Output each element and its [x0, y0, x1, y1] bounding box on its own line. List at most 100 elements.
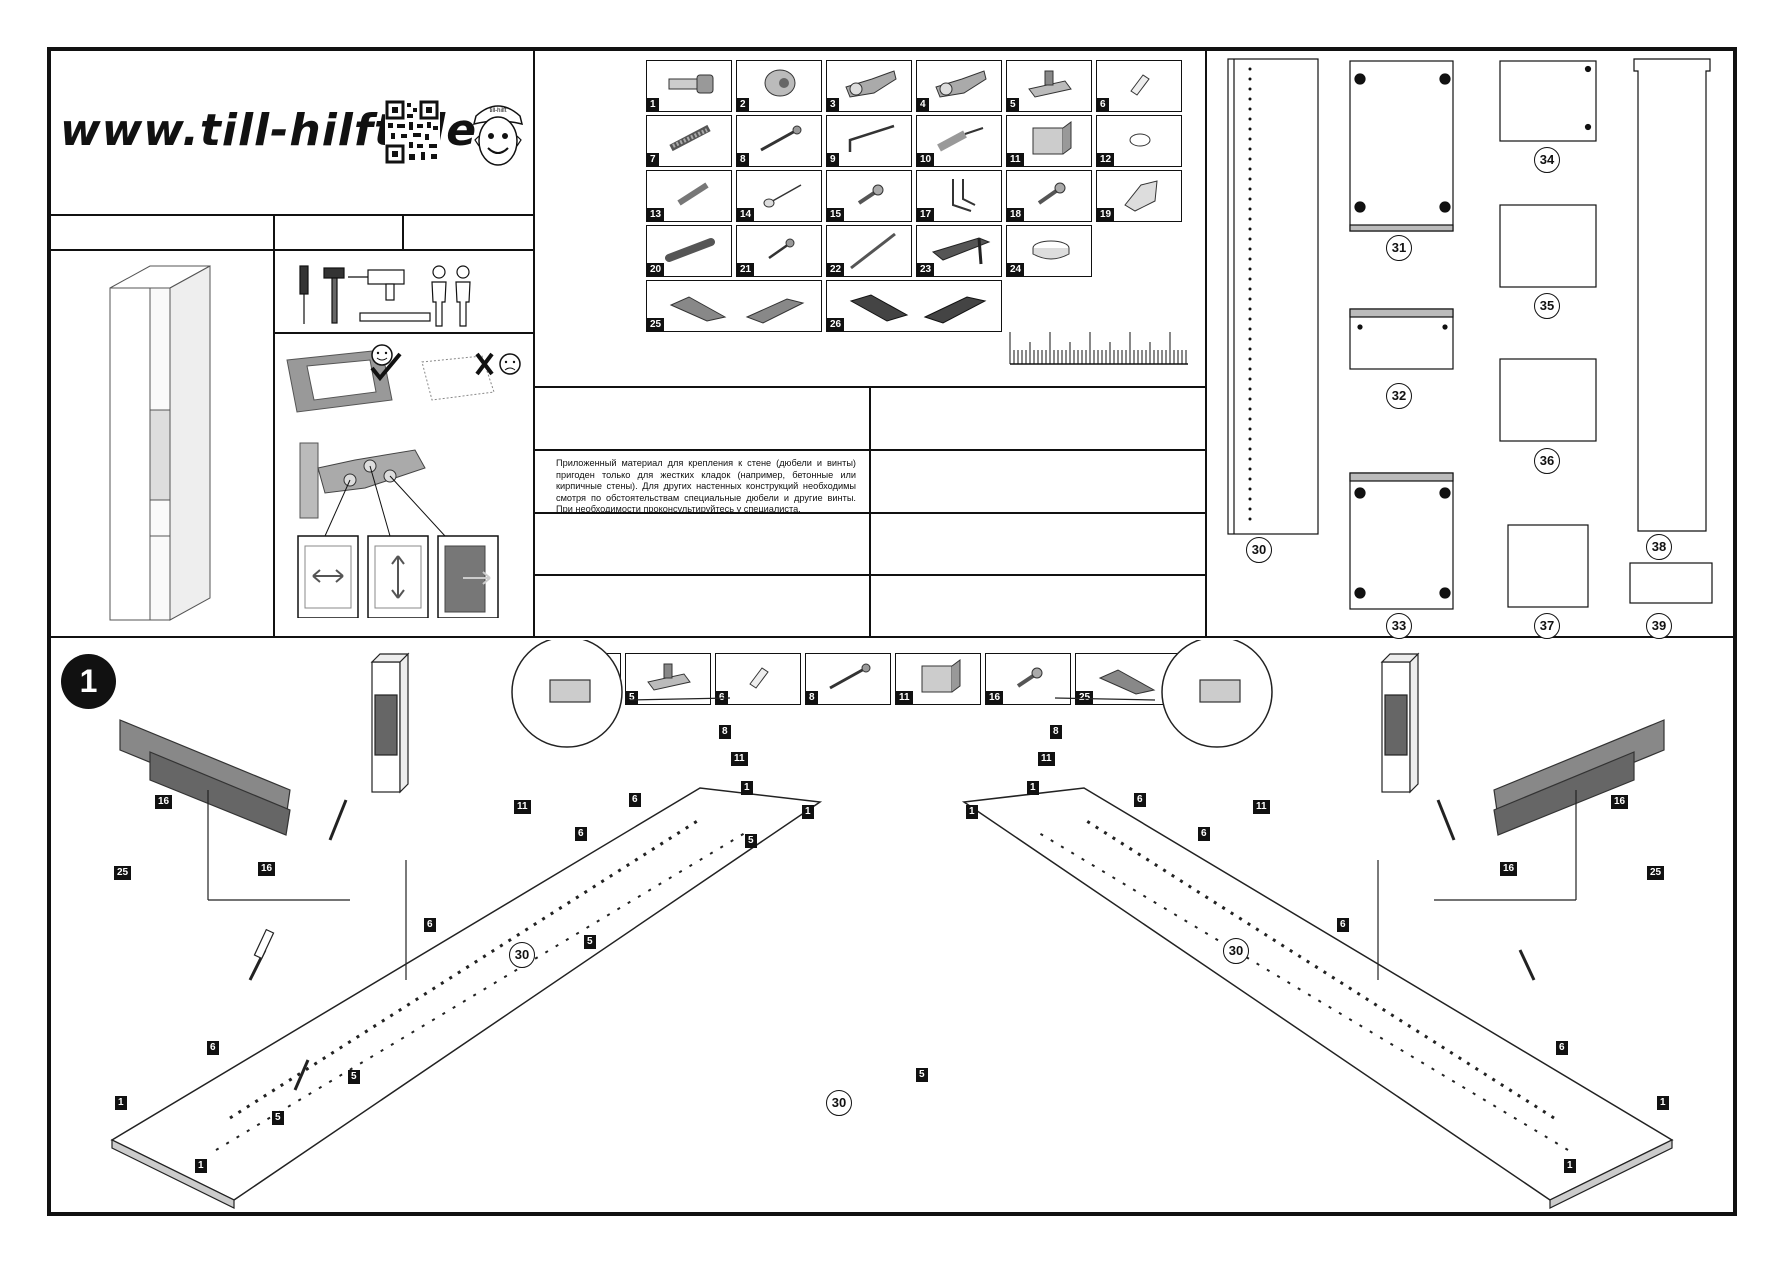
divider-h3 — [273, 332, 534, 334]
wood-dowel-icon — [1130, 74, 1150, 96]
mounting-plate-icon — [647, 663, 691, 691]
part-box: 20 — [646, 225, 732, 277]
part-number: 14 — [737, 208, 755, 221]
callout: 5 — [272, 1111, 284, 1125]
callout: 6 — [1337, 918, 1349, 932]
callout: 6 — [424, 918, 436, 932]
bumper-icon — [1032, 240, 1070, 260]
ruler-icon — [1009, 332, 1188, 365]
handle-icon — [665, 238, 715, 262]
part-box: 14 — [736, 170, 822, 222]
part-number: 25 — [647, 318, 665, 331]
wood-screw-icon — [829, 663, 871, 690]
mascot-icon: till-hilft — [472, 105, 524, 166]
page-frame — [47, 47, 1737, 1216]
callout: 6 — [207, 1041, 219, 1055]
callout: 25 — [1647, 866, 1665, 880]
part-box: 22 — [826, 225, 912, 277]
part-number: 8 — [737, 153, 749, 166]
part-box: 2 — [736, 60, 822, 112]
cabinet-preview-icon — [109, 265, 211, 621]
callout: 1 — [1564, 1159, 1576, 1173]
callout-panel: 30 — [509, 942, 535, 968]
callout: 6 — [575, 827, 587, 841]
part-box: 8 — [736, 115, 822, 167]
part-number: 22 — [827, 263, 845, 276]
panel-label: 36 — [1534, 448, 1560, 474]
callout: 6 — [1198, 827, 1210, 841]
step-part-box: 16 — [985, 653, 1071, 705]
part-box: 25 — [646, 280, 822, 332]
rod-icon — [850, 232, 896, 270]
wall-plug-icon — [937, 127, 984, 152]
part-box: 6 — [1096, 60, 1182, 112]
callout: 5 — [916, 1068, 928, 1082]
callout: 8 — [1050, 725, 1062, 739]
cam-lock-icon — [764, 69, 796, 97]
callout: 8 — [719, 725, 731, 739]
part-box: 26 — [826, 280, 1002, 332]
dowel-cam-bolt-icon — [668, 74, 714, 94]
hanging-bracket-icon — [921, 659, 961, 693]
part-box: 3 — [826, 60, 912, 112]
metal-bracket-icon — [931, 237, 991, 265]
part-box: 12 — [1096, 115, 1182, 167]
callout: 1 — [802, 805, 814, 819]
panel-label: 39 — [1646, 613, 1672, 639]
small-screw-icon — [768, 238, 795, 260]
hinge-adjust-icon — [297, 442, 499, 618]
callout-panel: 30 — [1223, 938, 1249, 964]
callout: 11 — [731, 752, 748, 766]
part-number: 4 — [917, 98, 929, 111]
callout: 16 — [1500, 862, 1518, 876]
part-box: 10 — [916, 115, 1002, 167]
part-number: 19 — [1097, 208, 1115, 221]
panel-label: 32 — [1386, 383, 1412, 409]
callout: 6 — [629, 793, 641, 807]
callout: 16 — [258, 862, 276, 876]
part-box: 9 — [826, 115, 912, 167]
divider-h2 — [47, 249, 534, 251]
step-part-box: 11 — [895, 653, 981, 705]
callout: 1 — [1657, 1096, 1669, 1110]
part-number: 13 — [647, 208, 665, 221]
panels-overview — [1227, 58, 1713, 610]
part-box: 23 — [916, 225, 1002, 277]
surface-advice-icon — [286, 344, 521, 413]
long-screw-icon — [669, 124, 711, 152]
screw-icon — [1037, 182, 1066, 205]
part-number: 21 — [737, 263, 755, 276]
divider-step — [47, 636, 1737, 638]
panel-label: 30 — [1246, 537, 1272, 563]
wood-screw-icon — [760, 125, 802, 152]
panel-label: 38 — [1646, 534, 1672, 560]
hinge-icon — [935, 70, 987, 98]
hinge-icon — [845, 70, 897, 98]
table-line — [869, 386, 871, 637]
panel-label: 33 — [1386, 613, 1412, 639]
panel-label: 34 — [1534, 147, 1560, 173]
part-number: 11 — [1007, 153, 1024, 166]
drawer-runners-icon — [669, 296, 805, 324]
callout: 5 — [745, 834, 757, 848]
part-number: 5 — [626, 691, 638, 704]
callout: 1 — [1027, 781, 1039, 795]
callout: 11 — [1253, 800, 1270, 814]
part-number: 6 — [1097, 98, 1109, 111]
step1-illustration — [110, 640, 1674, 1209]
part-box: 13 — [646, 170, 732, 222]
tools-icon — [299, 265, 471, 327]
part-number: 24 — [1007, 263, 1025, 276]
part-box: 17 — [916, 170, 1002, 222]
wood-dowel-icon — [749, 667, 769, 689]
hanging-bracket-icon — [1032, 121, 1072, 155]
step-part-box: 8 — [805, 653, 891, 705]
part-number: 3 — [827, 98, 839, 111]
part-number: 26 — [827, 318, 845, 331]
part-number: 9 — [827, 153, 839, 166]
part-number: 23 — [917, 263, 935, 276]
short-screw-icon — [1016, 667, 1043, 688]
part-number: 18 — [1007, 208, 1025, 221]
glue-icon — [1124, 180, 1158, 212]
divider-v4 — [402, 214, 404, 249]
